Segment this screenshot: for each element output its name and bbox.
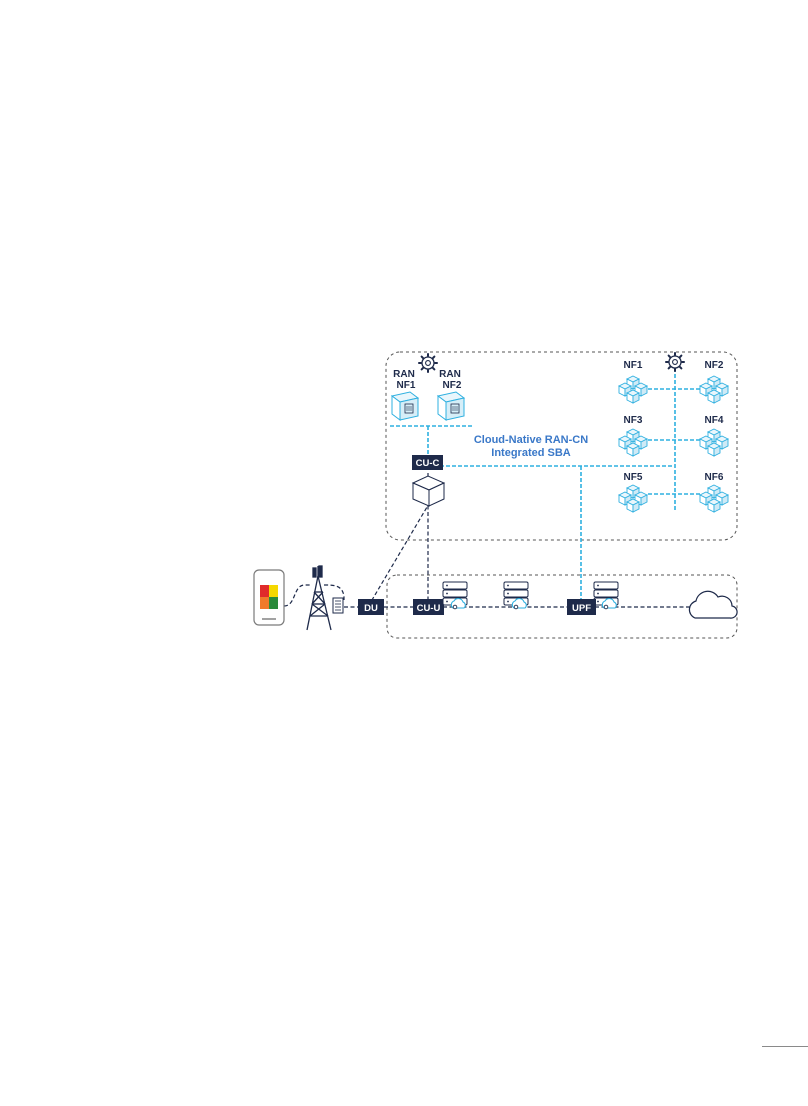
gear-icon [418,353,438,373]
nf4-label: NF4 [705,415,724,426]
nf4-cluster-icon [700,429,728,456]
du-tag: DU [358,599,384,615]
nf5-cluster-icon [619,485,647,512]
nf6-cluster-icon [700,485,728,512]
nf2-label: NF2 [705,360,724,371]
cu-u-tag-label: CU-U [417,603,441,614]
core-title-line2: Integrated SBA [491,447,571,459]
ran-nf1-label-line2: NF1 [397,380,416,391]
page-footer-rule [762,1046,808,1047]
ran-user-plane-boundary [386,574,738,639]
upf-tag: UPF [567,599,596,615]
cu-c-tag: CU-C [412,455,443,470]
du-tag-label: DU [364,603,378,614]
upf-tag-label: UPF [572,603,591,614]
nf3-label: NF3 [624,415,643,426]
base-station-unit-icon [332,597,344,614]
nf6-label: NF6 [705,472,724,483]
nf3-cluster-icon [619,429,647,456]
nf2-cluster-icon [700,376,728,403]
sba-bus-lines [390,368,700,600]
ran-nf1-box-icon [391,391,419,421]
ran-nf2-label-line2: NF2 [443,380,462,391]
user-plane-nodes [452,604,609,610]
ran-nf2-box-icon [437,391,465,421]
server-icon [503,581,529,609]
nf1-cluster-icon [619,376,647,403]
core-network-boundary [385,351,738,541]
cu-u-tag: CU-U [413,599,444,615]
nf1-label: NF1 [624,360,643,371]
cell-tower-icon [306,565,332,631]
smartphone-icon [253,569,285,626]
server-icon [442,581,468,609]
server-icon [593,581,619,609]
core-title-line1: Cloud-Native RAN-CN [474,434,588,446]
cu-c-tag-label: CU-C [416,458,440,469]
ran-nf1-label-line1: RAN [393,369,415,380]
cube-icon [411,475,446,507]
gear-icon [665,352,685,372]
cloud-icon [688,590,738,619]
ran-nf2-label-line1: RAN [439,369,461,380]
nf5-label: NF5 [624,472,643,483]
